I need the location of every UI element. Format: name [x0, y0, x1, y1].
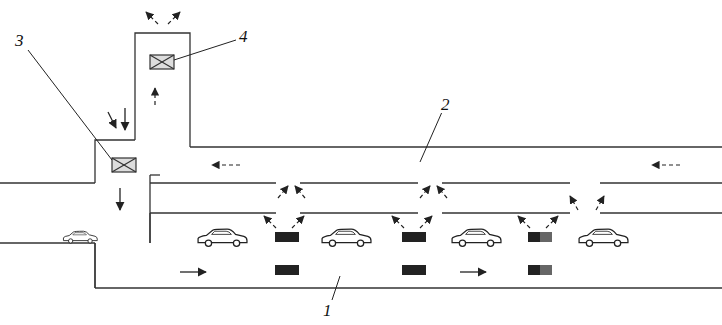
callout-number: 2	[440, 96, 451, 113]
airflow-arrow	[108, 108, 486, 272]
walls	[0, 33, 722, 288]
callout-number: 3	[14, 32, 25, 49]
fan-symbol	[112, 55, 174, 172]
callout-number: 1	[322, 302, 333, 319]
jet-fan	[275, 232, 552, 275]
callout-number: 4	[238, 28, 249, 45]
leader-line	[28, 40, 442, 300]
exhaust-arrow	[146, 12, 680, 228]
